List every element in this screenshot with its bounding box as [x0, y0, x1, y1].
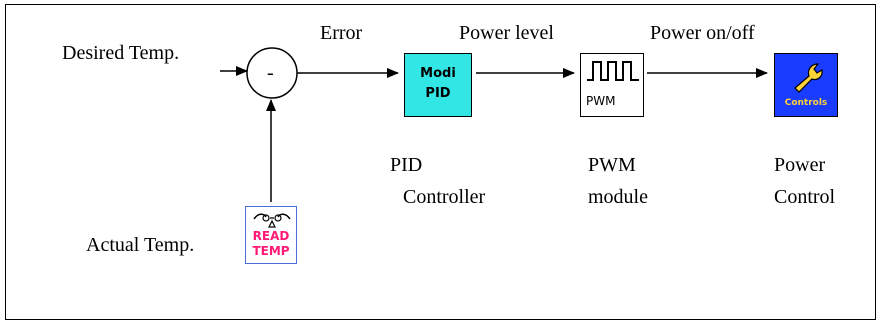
read-temp-line1: READ: [252, 229, 290, 243]
desired-temp-label: Desired Temp.: [62, 42, 180, 64]
diagram-frame: [5, 4, 876, 320]
pwm-caption-line1: PWM: [588, 154, 636, 176]
pid-caption-line1: PID: [390, 154, 423, 176]
read-temp-line2: TEMP: [252, 244, 290, 258]
power-caption-line1: Power: [774, 154, 826, 176]
pid-caption-line2: Controller: [403, 186, 486, 208]
power-control-block: Controls: [774, 53, 838, 117]
pwm-block: PWM: [580, 53, 644, 117]
power-caption-line2: Control: [774, 186, 836, 208]
pulse-wave-icon: [587, 61, 639, 81]
pid-icon-line1: Modi: [420, 66, 456, 81]
error-label: Error: [320, 22, 363, 44]
power-level-label: Power level: [459, 22, 554, 44]
pid-block: Modi PID: [404, 53, 472, 117]
power-control-icon-label: Controls: [784, 98, 828, 108]
pwm-caption-line2: module: [588, 186, 648, 208]
actual-temp-label: Actual Temp.: [86, 234, 195, 256]
pwm-icon-label: PWM: [586, 94, 616, 108]
read-temp-block: READ TEMP: [245, 206, 297, 264]
wrench-icon: [794, 63, 823, 93]
power-onoff-label: Power on/off: [650, 22, 755, 44]
pid-icon-line2: PID: [425, 86, 451, 101]
summing-sign: -: [267, 62, 274, 84]
thermometer-sensor-icon: [253, 213, 291, 228]
